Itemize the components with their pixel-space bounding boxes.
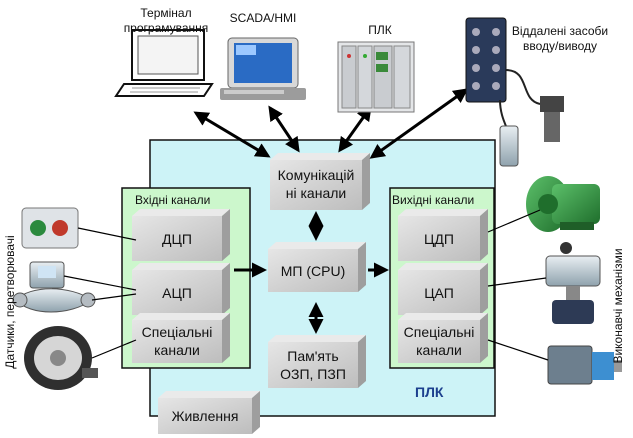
block-power: Живлення <box>158 391 260 434</box>
arrow-comm-remote-io <box>369 88 469 159</box>
comm-label-1: Комунікацій <box>278 167 355 183</box>
memory-label-2: ОЗП, ПЗП <box>280 366 346 382</box>
output-channels-title: Вихідні канали <box>392 193 474 207</box>
monitor-icon <box>220 37 306 100</box>
right-vertical-label: Виконавчі механізми <box>611 248 625 363</box>
special-in-label-2: канали <box>154 342 200 358</box>
input-channels-title: Вхідні канали <box>135 193 210 207</box>
special-out-label-2: канали <box>416 342 462 358</box>
block-adc: АЦП <box>132 263 230 315</box>
cdp-label: ЦДП <box>424 231 454 247</box>
scada-label: SCADA/HMI <box>230 11 297 25</box>
block-dcp: ДЦП <box>132 209 230 261</box>
pushbutton-box-icon <box>21 207 79 249</box>
block-comm: Комунікацій ні канали <box>270 153 370 210</box>
dcp-label: ДЦП <box>162 231 192 247</box>
terminal-label-2: програмування <box>124 21 209 35</box>
valve-actuator-icon <box>545 242 601 324</box>
memory-label-1: Пам'ять <box>287 348 338 364</box>
block-memory: Пам'ять ОЗП, ПЗП <box>268 335 366 388</box>
block-cdp: ЦДП <box>398 209 488 261</box>
pump-icon <box>526 176 600 232</box>
power-label: Живлення <box>172 408 239 424</box>
arrow-comm-plc <box>338 105 372 153</box>
terminal-label-1: Термінал <box>140 6 191 20</box>
remote-io-label-1: Віддалені засоби <box>512 24 608 38</box>
arrow-comm-scada <box>268 105 300 153</box>
line-encoder <box>91 339 137 359</box>
block-special-out: Спеціальні канали <box>398 313 488 363</box>
comm-label-2: ні канали <box>286 185 346 201</box>
encoder-icon <box>24 326 98 390</box>
remote-io-icon <box>465 17 564 167</box>
line-flowmeter <box>91 293 137 301</box>
block-cpu: МП (CPU) <box>268 242 366 292</box>
special-out-label-1: Спеціальні <box>404 324 475 340</box>
arrow-comm-terminal <box>193 111 271 158</box>
plc-rack-icon <box>337 41 415 113</box>
left-vertical-label: Датчики, перетворювачі <box>3 235 17 368</box>
special-in-label-1: Спеціальні <box>142 324 213 340</box>
laptop-icon <box>114 29 214 97</box>
line-pressure <box>63 275 137 291</box>
line-valve <box>487 277 547 287</box>
block-special-in: Спеціальні канали <box>132 313 230 363</box>
flowmeter-icon <box>12 288 96 313</box>
adc-label: АЦП <box>162 285 192 301</box>
line-pump <box>487 209 541 233</box>
remote-io-label-2: вводу/виводу <box>523 39 597 53</box>
dac-label: ЦАП <box>424 285 454 301</box>
cpu-label: МП (CPU) <box>281 263 346 279</box>
plc-title: ПЛК <box>415 384 444 400</box>
block-dac: ЦАП <box>398 263 488 315</box>
servo-motor-icon <box>547 345 622 385</box>
plc-device-label: ПЛК <box>368 23 392 37</box>
line-servo <box>487 339 549 361</box>
line-pushbutton <box>77 227 137 241</box>
